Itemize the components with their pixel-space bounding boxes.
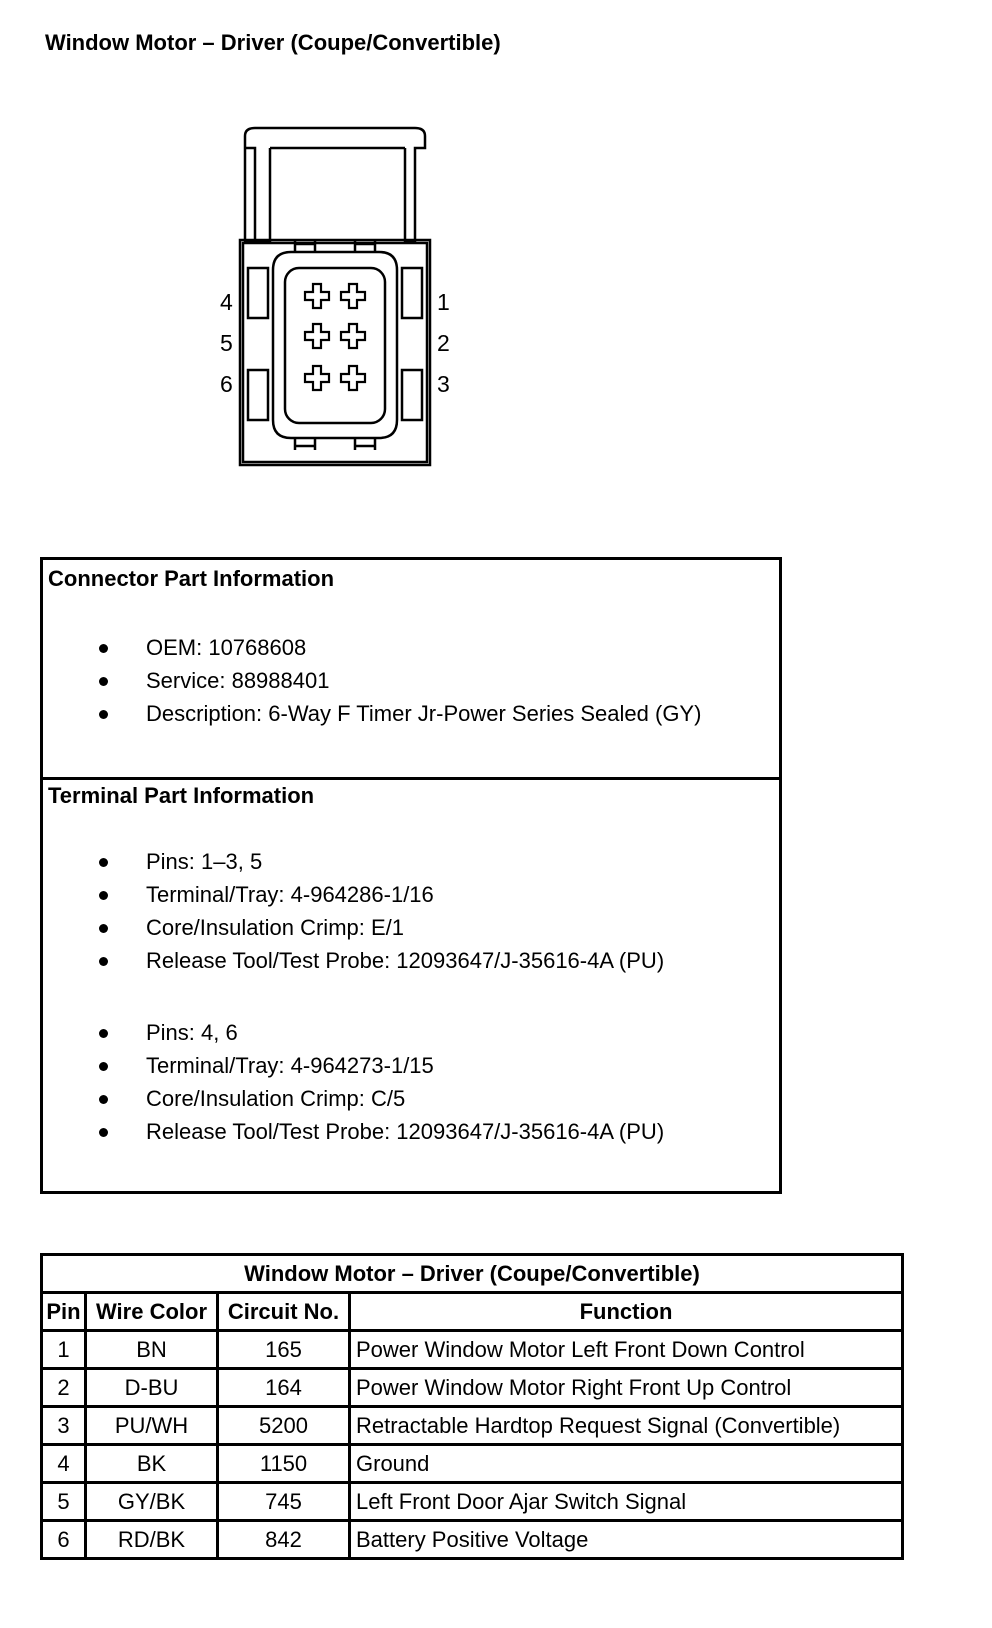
bullet-icon — [99, 1029, 108, 1038]
terminal-part-information: Terminal Part Information Pins: 1–3, 5 T… — [48, 783, 665, 1144]
part-information-box: Connector Part Information OEM: 10768608… — [40, 557, 782, 1194]
connector-outline-graphic — [238, 126, 432, 467]
column-header-wire-color: Wire Color — [84, 1291, 219, 1332]
wire-color-cell: RD/BK — [84, 1519, 219, 1560]
pin-label-2: 2 — [437, 330, 450, 356]
pin-cell: 4 — [40, 1443, 87, 1484]
bullet-icon — [99, 677, 108, 686]
circuit-cell: 165 — [216, 1329, 351, 1370]
bullet-icon — [99, 644, 108, 653]
circuit-cell: 842 — [216, 1519, 351, 1560]
column-header-pin: Pin — [40, 1291, 87, 1332]
pin-cell: 5 — [40, 1481, 87, 1522]
wire-color-cell: BK — [84, 1443, 219, 1484]
pin-cell: 2 — [40, 1367, 87, 1408]
table-header-row: Pin Wire Color Circuit No. Function — [40, 1291, 904, 1332]
column-header-circuit-no: Circuit No. — [216, 1291, 351, 1332]
circuit-cell: 745 — [216, 1481, 351, 1522]
bullet-icon — [99, 1095, 108, 1104]
table-caption: Window Motor – Driver (Coupe/Convertible… — [40, 1253, 904, 1294]
connector-face-diagram: 4 5 6 1 2 3 — [215, 120, 455, 475]
function-cell: Retractable Hardtop Request Signal (Conv… — [348, 1405, 904, 1446]
circuit-cell: 164 — [216, 1367, 351, 1408]
pin-label-1: 1 — [437, 289, 450, 315]
wire-color-cell: GY/BK — [84, 1481, 219, 1522]
function-cell: Ground — [348, 1443, 904, 1484]
pin-label-6: 6 — [220, 371, 233, 397]
table-row: 5 GY/BK 745 Left Front Door Ajar Switch … — [40, 1481, 904, 1522]
bullet-icon — [99, 710, 108, 719]
section-title: Connector Part Information — [48, 566, 335, 591]
connector-part-information: Connector Part Information OEM: 10768608… — [43, 560, 779, 780]
wire-color-cell: D-BU — [84, 1367, 219, 1408]
function-cell: Battery Positive Voltage — [348, 1519, 904, 1560]
circuit-cell: 5200 — [216, 1405, 351, 1446]
bullet-icon — [99, 1128, 108, 1137]
section-title: Terminal Part Information — [48, 783, 315, 808]
pin-label-5: 5 — [220, 330, 233, 356]
table-row: 2 D-BU 164 Power Window Motor Right Fron… — [40, 1367, 904, 1408]
table-row: 1 BN 165 Power Window Motor Left Front D… — [40, 1329, 904, 1370]
function-cell: Power Window Motor Left Front Down Contr… — [348, 1329, 904, 1370]
page-title: Window Motor – Driver (Coupe/Convertible… — [45, 30, 501, 55]
pin-function-table: Window Motor – Driver (Coupe/Convertible… — [40, 1253, 904, 1560]
circuit-cell: 1150 — [216, 1443, 351, 1484]
wire-color-cell: PU/WH — [84, 1405, 219, 1446]
pin-cell: 6 — [40, 1519, 87, 1560]
function-cell: Left Front Door Ajar Switch Signal — [348, 1481, 904, 1522]
bullet-icon — [99, 957, 108, 966]
pin-cell: 3 — [40, 1405, 87, 1446]
bullet-icon — [99, 858, 108, 867]
pin-label-3: 3 — [437, 371, 450, 397]
function-cell: Power Window Motor Right Front Up Contro… — [348, 1367, 904, 1408]
wire-color-cell: BN — [84, 1329, 219, 1370]
bullet-icon — [99, 891, 108, 900]
table-row: 6 RD/BK 842 Battery Positive Voltage — [40, 1519, 904, 1560]
bullet-icon — [99, 924, 108, 933]
pin-cell: 1 — [40, 1329, 87, 1370]
column-header-function: Function — [348, 1291, 904, 1332]
bullet-icon — [99, 1062, 108, 1071]
pin-label-4: 4 — [220, 289, 233, 315]
table-row: 3 PU/WH 5200 Retractable Hardtop Request… — [40, 1405, 904, 1446]
table-caption-row: Window Motor – Driver (Coupe/Convertible… — [40, 1253, 904, 1294]
table-row: 4 BK 1150 Ground — [40, 1443, 904, 1484]
